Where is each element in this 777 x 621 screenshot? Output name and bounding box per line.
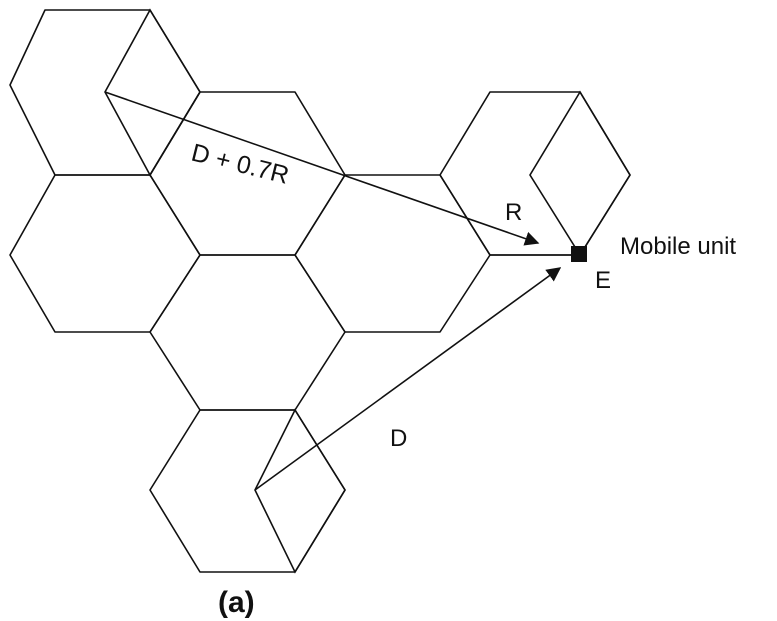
arrow-d-plus-07r [104,91,540,246]
hex-cell-center-right [294,174,491,333]
cochannel-sectors [104,8,631,574]
hex-cell-top-right [439,91,631,256]
figure-caption: (a) [218,586,255,619]
hex-cell-grid [9,9,631,573]
arrow-d [254,267,562,491]
label-e: E [595,267,611,294]
label-d-plus-07r: D + 0.7R [189,139,292,190]
hatched-sector-right [529,90,631,257]
label-r: R [505,199,522,226]
hex-cell-left [9,174,201,333]
distance-vectors [104,91,578,491]
label-mobile-unit: Mobile unit [620,233,736,260]
label-d: D [390,425,407,452]
mobile-unit-marker [571,246,587,262]
hatched-sector-top-left [104,8,201,177]
hex-cell-center [149,254,346,411]
hatched-sector-bottom [254,408,346,574]
hex-cell-bottom [149,409,346,573]
